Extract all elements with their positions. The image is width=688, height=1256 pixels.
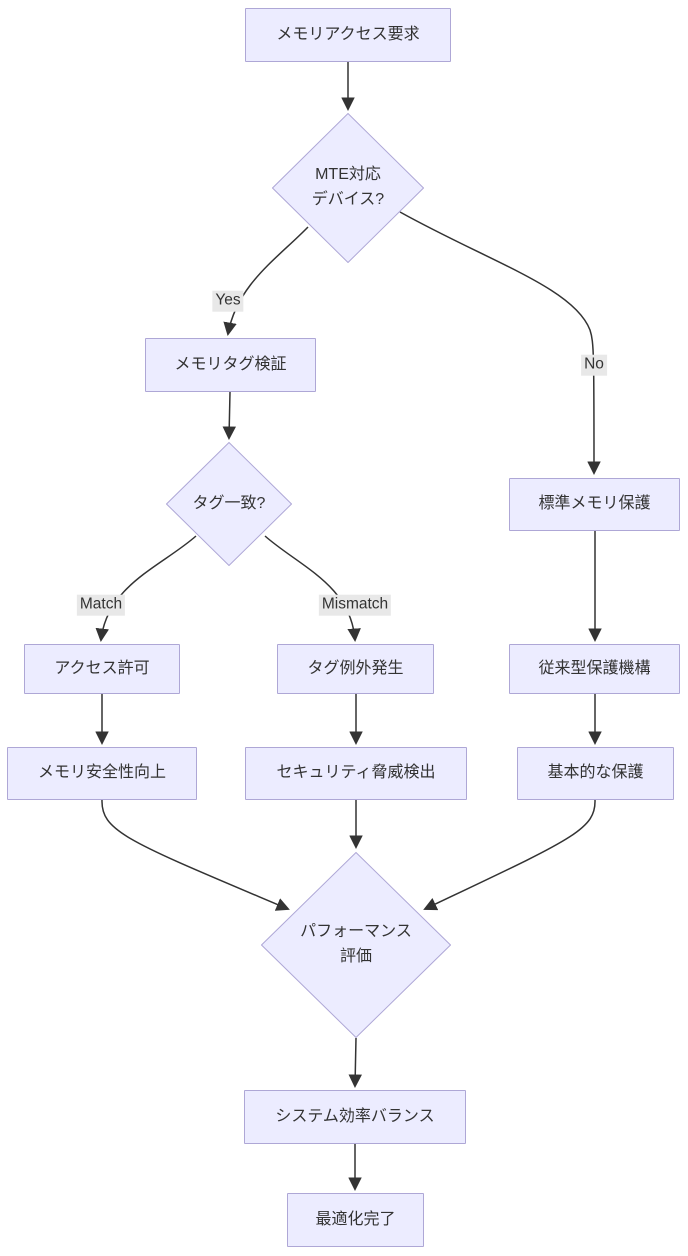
edge-mte-no-to-standard-protection [399,211,601,476]
diamond-shape [261,852,451,1038]
node-label: メモリアクセス要求 [276,25,420,43]
node-optimization-complete: 最適化完了 [287,1193,424,1247]
node-performance-evaluation-decision: パフォーマンス 評価 [261,852,451,1038]
edge-label-yes: Yes [212,290,244,312]
edge-label-match: Match [76,594,126,616]
edge-basic-protection-to-performance [423,799,596,911]
node-access-granted: アクセス許可 [24,644,180,694]
node-label: アクセス許可 [54,659,150,677]
node-label: パフォーマンス 評価 [300,923,412,965]
node-label: 最適化完了 [315,1210,396,1228]
node-label: 従来型保護機構 [538,659,651,677]
edge-mte-yes-to-tag-verify [223,226,309,336]
node-label: メモリタグ検証 [174,355,287,373]
edge-label-mismatch: Mismatch [318,594,392,616]
node-legacy-protection-mechanism: 従来型保護機構 [509,644,680,694]
edge-memory-safety-to-performance [101,799,290,911]
edge-label-no: No [581,354,607,376]
node-label: MTE対応 デバイス? [311,166,385,208]
node-tag-exception: タグ例外発生 [277,644,434,694]
node-label: システム効率バランス [275,1107,435,1125]
node-label: 基本的な保護 [547,764,644,782]
node-label: セキュリティ脅威検出 [276,764,436,782]
node-label: メモリ安全性向上 [37,764,166,782]
node-tag-match-decision: タグ一致? [166,442,292,566]
node-label: タグ例外発生 [307,659,404,677]
node-memory-tag-verify: メモリタグ検証 [145,338,316,392]
edge-tag-verify-to-tag-match [222,391,236,441]
node-security-threat-detection: セキュリティ脅威検出 [245,747,467,800]
edge-mismatch-to-tag-exception [264,535,361,643]
edge-performance-to-balance [348,1037,362,1089]
node-memory-access-request: メモリアクセス要求 [245,8,451,62]
node-memory-safety-improvement: メモリ安全性向上 [7,747,197,800]
edge-match-to-access-granted [95,535,197,643]
diamond-shape [166,442,292,566]
diamond-shape [272,113,424,263]
node-standard-memory-protection: 標準メモリ保護 [509,478,680,531]
node-system-efficiency-balance: システム効率バランス [244,1090,466,1144]
node-label: タグ一致? [192,494,266,512]
node-mte-device-decision: MTE対応 デバイス? [272,113,424,263]
node-label: 標準メモリ保護 [538,495,651,513]
node-basic-protection: 基本的な保護 [517,747,674,800]
